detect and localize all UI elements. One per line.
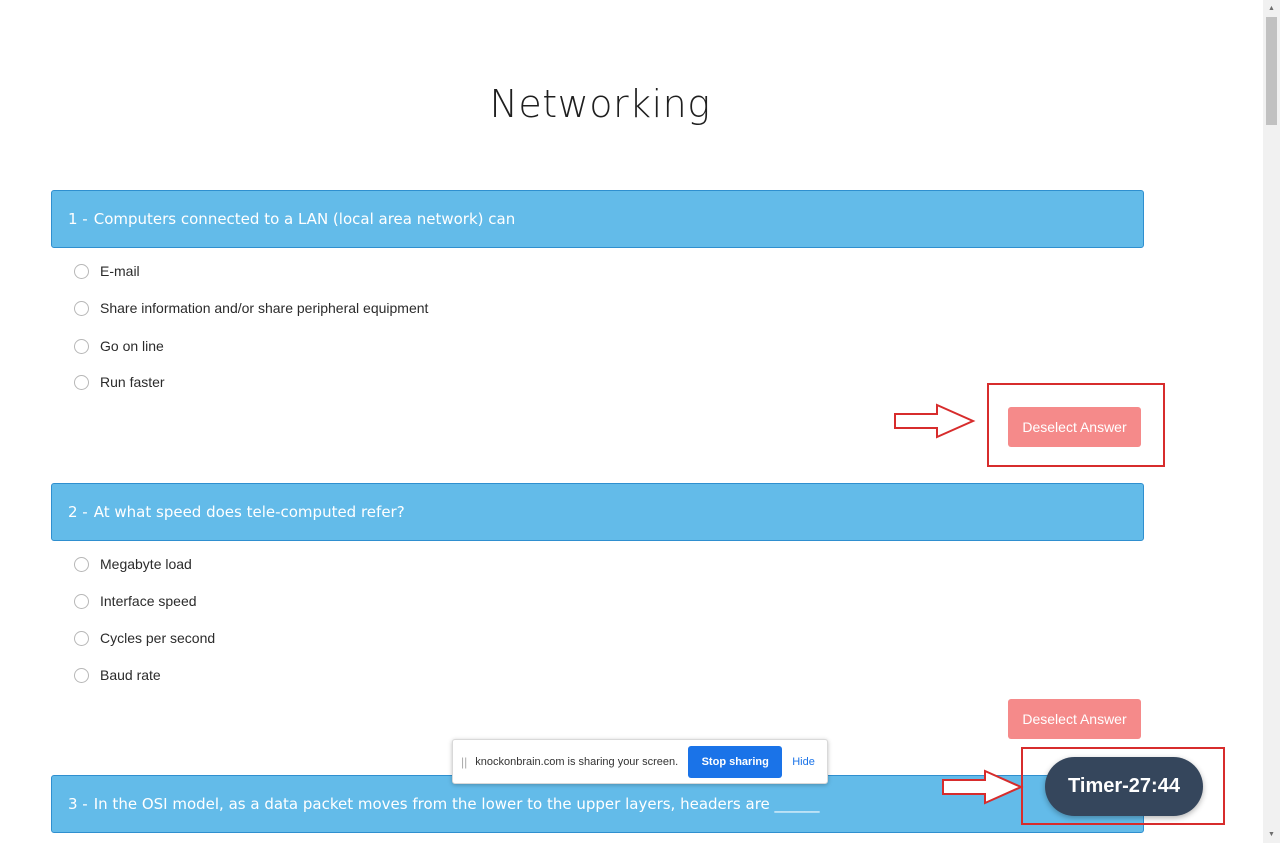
drag-handle-icon[interactable]: || [461,754,468,769]
option-label: Run faster [100,374,165,390]
question-2-option-4[interactable]: Baud rate [74,664,161,686]
option-label: Megabyte load [100,556,192,572]
annotation-arrow-icon [942,769,1024,805]
question-2-deselect-button[interactable]: Deselect Answer [1008,699,1141,739]
radio-button[interactable] [74,338,89,354]
question-2-header: 2 - At what speed does tele-computed ref… [51,483,1144,541]
option-label: Interface speed [100,593,197,609]
scroll-down-icon[interactable]: ▼ [1268,831,1275,838]
radio-button[interactable] [74,593,89,609]
question-3-number: 3 - [68,795,88,813]
option-label: Baud rate [100,667,161,683]
annotation-arrow-icon [894,403,976,439]
page-title: Networking [489,82,711,126]
question-1-deselect-button[interactable]: Deselect Answer [1008,407,1141,447]
option-label: Share information and/or share periphera… [100,300,429,316]
question-2-option-3[interactable]: Cycles per second [74,627,215,649]
annotation-highlight-box [1021,747,1225,825]
question-1-text: Computers connected to a LAN (local area… [93,210,516,228]
question-1-option-2[interactable]: Share information and/or share periphera… [74,297,428,319]
screen-share-message: knockonbrain.com is sharing your screen. [475,755,679,768]
question-1-option-3[interactable]: Go on line [74,335,164,357]
option-label: E-mail [100,263,140,279]
scrollbar-track[interactable] [1263,0,1280,843]
screen-share-bar: || knockonbrain.com is sharing your scre… [452,739,828,784]
timer-badge: Timer-27:44 [1045,757,1203,816]
radio-button[interactable] [74,263,89,279]
stop-sharing-button[interactable]: Stop sharing [688,745,783,778]
scroll-up-icon[interactable]: ▲ [1268,5,1275,12]
radio-button[interactable] [74,667,89,683]
radio-button[interactable] [74,556,89,572]
question-1-option-1[interactable]: E-mail [74,260,140,282]
question-3-text: In the OSI model, as a data packet moves… [93,795,820,813]
hide-share-bar-link[interactable]: Hide [792,755,815,768]
option-label: Cycles per second [100,630,216,646]
question-1-header: 1 - Computers connected to a LAN (local … [51,190,1144,248]
question-1-number: 1 - [68,210,88,228]
radio-button[interactable] [74,300,89,316]
question-1-option-4[interactable]: Run faster [74,371,165,393]
scrollbar-thumb[interactable] [1266,17,1277,125]
question-2-option-2[interactable]: Interface speed [74,590,197,612]
question-2-option-1[interactable]: Megabyte load [74,553,192,575]
option-label: Go on line [100,338,164,354]
annotation-highlight-box [987,383,1165,467]
question-2-text: At what speed does tele-computed refer? [93,503,405,521]
question-2-number: 2 - [68,503,88,521]
radio-button[interactable] [74,630,89,646]
radio-button[interactable] [74,374,89,390]
